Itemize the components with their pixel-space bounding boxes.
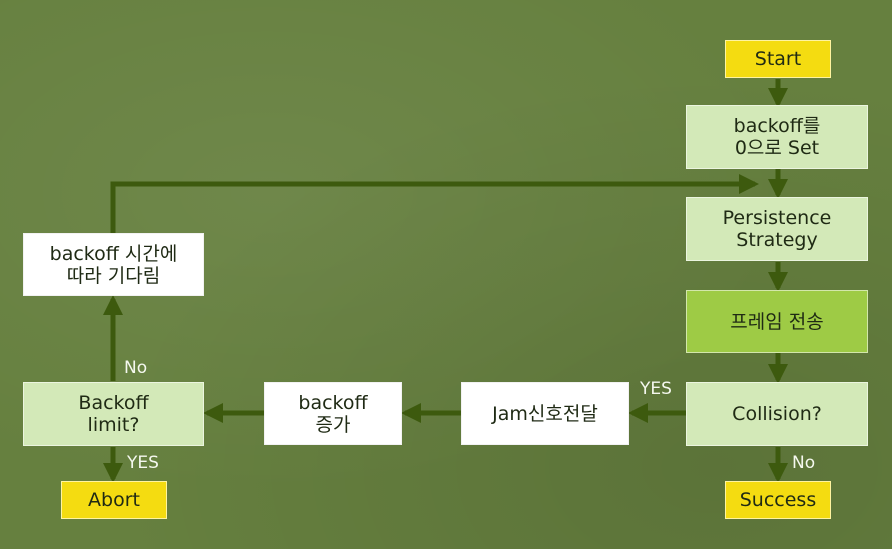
collision-no-label: No [792, 453, 816, 473]
success-label: Success [739, 489, 817, 511]
backoff-increase-line-2: 증가 [315, 413, 351, 436]
wait-backoff-node: backoff 시간에 따라 기다림 [23, 233, 204, 296]
abort-node: Abort [61, 481, 167, 519]
persistence-line-2: Strategy [736, 229, 818, 251]
send-frame-node: 프레임 전송 [686, 290, 868, 353]
collision-label: Collision? [732, 403, 822, 425]
set-backoff-line-2: 0으로 Set [734, 137, 820, 159]
wait-backoff-line-2: 따라 기다림 [66, 264, 161, 287]
start-node: Start [725, 40, 831, 78]
set-backoff-line-1: backoff를 [733, 115, 821, 137]
persistence-strategy-node: Persistence Strategy [686, 197, 868, 261]
abort-label: Abort [88, 489, 140, 511]
backoff-limit-line-1: Backoff [78, 392, 149, 414]
arrow-wait-to-persistence [110, 174, 759, 233]
limit-no-label: No [124, 358, 148, 378]
backoff-limit-node: Backoff limit? [23, 382, 204, 446]
persistence-line-1: Persistence [722, 207, 832, 229]
wait-backoff-line-1: backoff 시간에 [49, 242, 178, 265]
collision-node: Collision? [686, 382, 868, 446]
set-backoff-node: backoff를 0으로 Set [686, 105, 868, 169]
backoff-limit-line-2: limit? [87, 414, 140, 436]
jam-signal-label: Jam신호전달 [492, 402, 598, 425]
backoff-increase-node: backoff 증가 [264, 382, 402, 445]
limit-yes-label: YES [127, 453, 159, 473]
success-node: Success [725, 481, 831, 519]
backoff-increase-line-1: backoff [298, 391, 368, 414]
start-label: Start [754, 48, 802, 70]
jam-signal-node: Jam신호전달 [461, 382, 629, 445]
collision-yes-label: YES [640, 379, 672, 399]
send-frame-label: 프레임 전송 [730, 310, 824, 333]
